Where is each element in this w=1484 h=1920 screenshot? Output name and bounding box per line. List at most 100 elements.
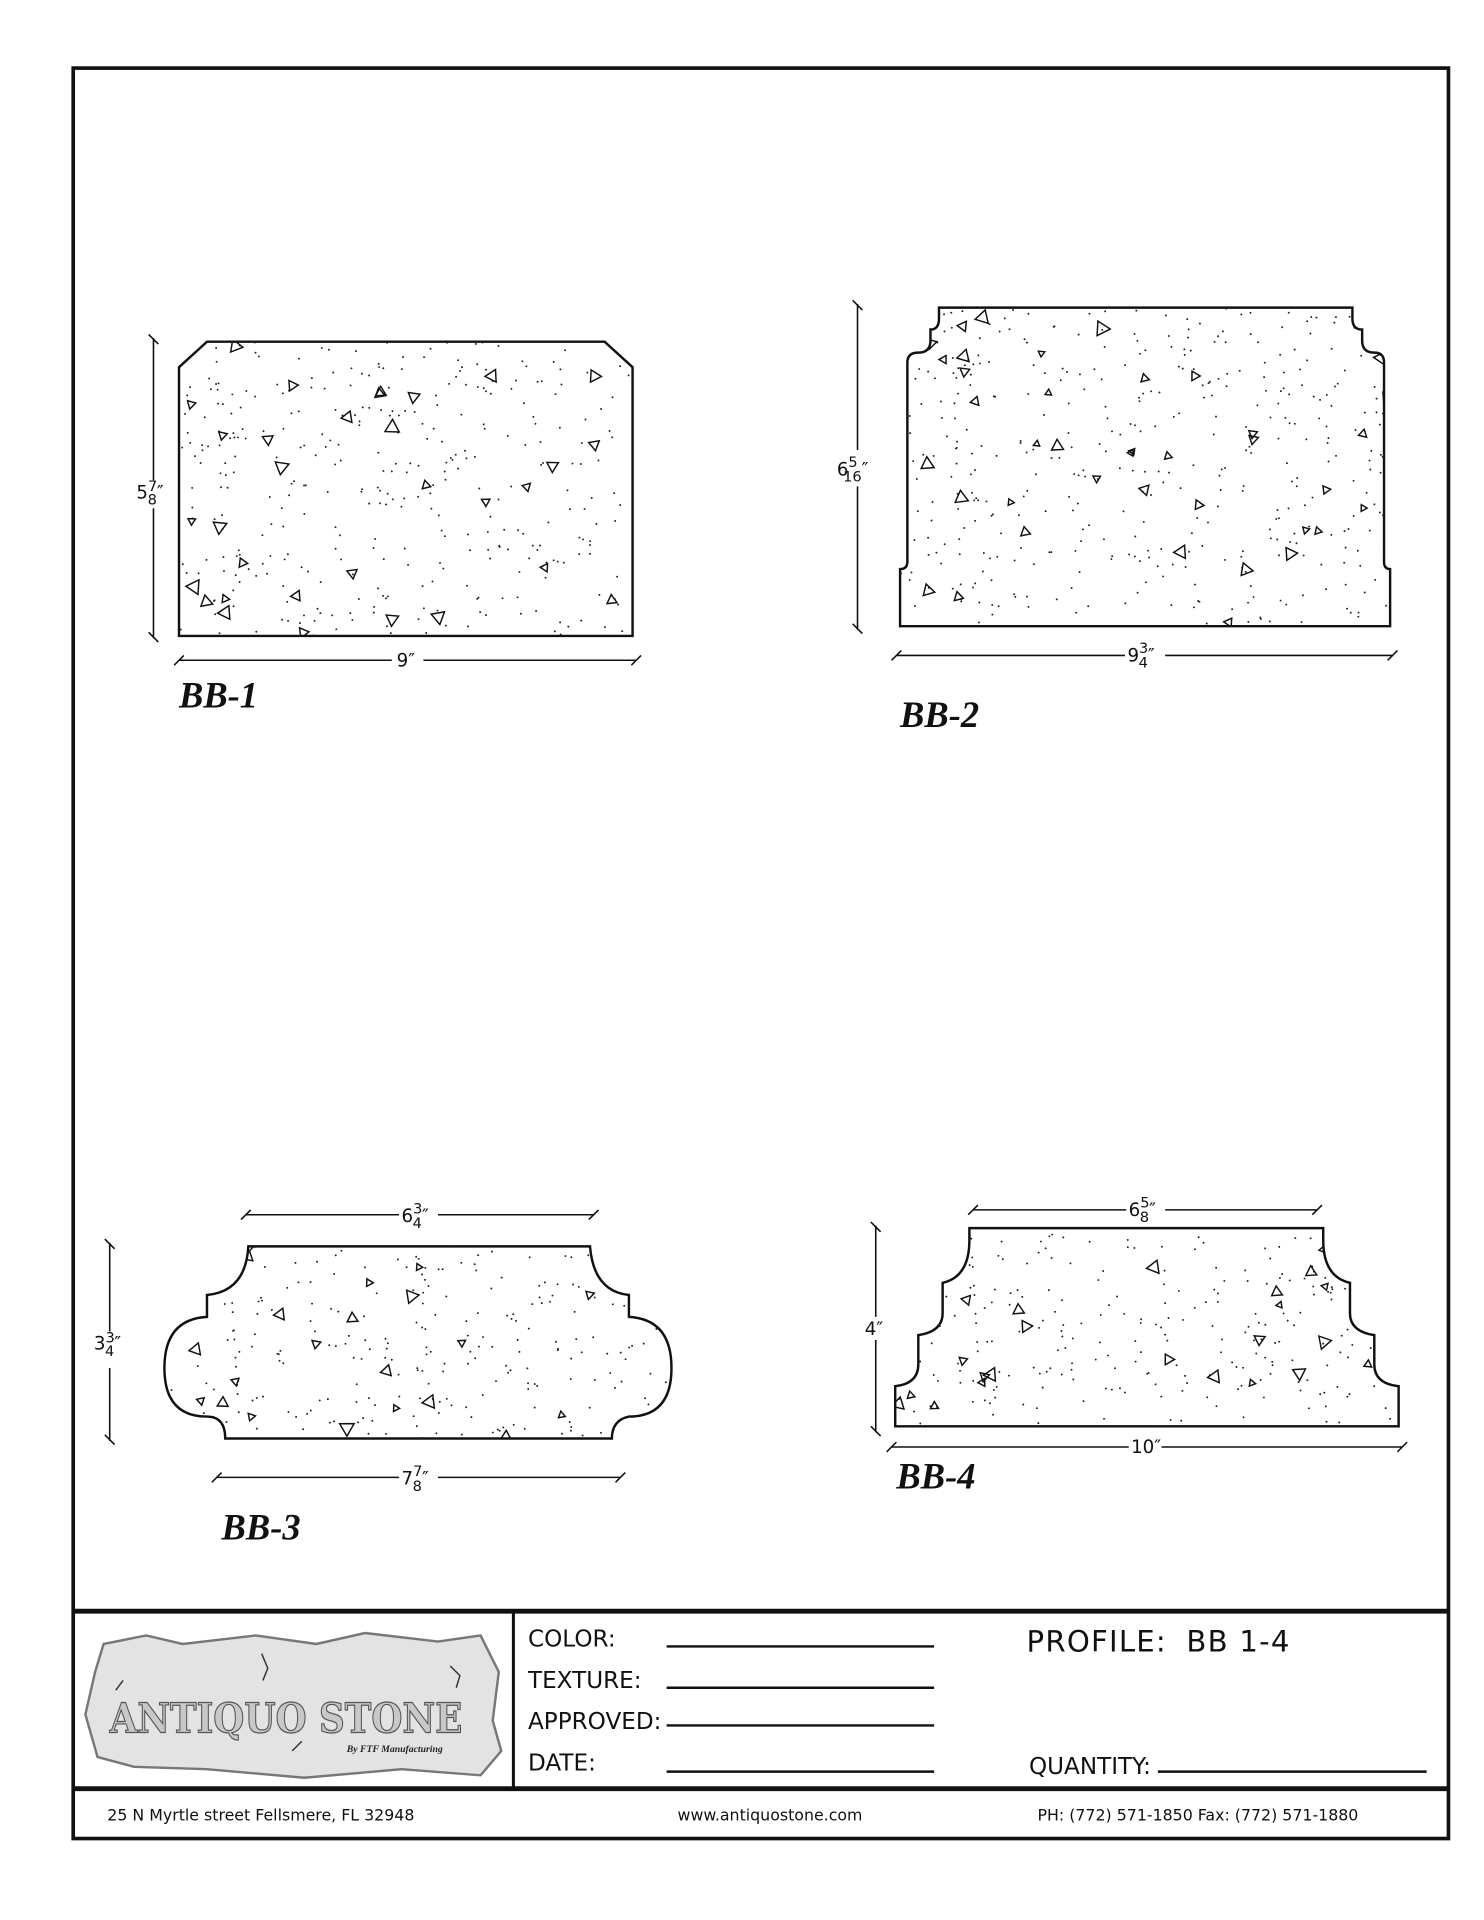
texture-dot bbox=[1080, 540, 1083, 543]
texture-dot bbox=[1223, 1279, 1226, 1282]
texture-triangle bbox=[221, 593, 232, 604]
texture-dot bbox=[510, 1317, 513, 1320]
texture-dot bbox=[1041, 1386, 1044, 1389]
texture-dot bbox=[1309, 332, 1312, 335]
texture-triangle bbox=[184, 578, 200, 596]
texture-dot bbox=[215, 346, 218, 349]
texture-dot bbox=[245, 389, 248, 392]
texture-triangle bbox=[499, 1428, 513, 1439]
company-address: 25 N Myrtle street Fellsmere, FL 32948 bbox=[107, 1805, 414, 1824]
texture-dot bbox=[1206, 1396, 1209, 1399]
texture-dot bbox=[587, 1254, 590, 1257]
texture-dot bbox=[1075, 611, 1078, 614]
texture-dot bbox=[1078, 571, 1081, 574]
texture-dot bbox=[926, 1254, 929, 1257]
texture-dot bbox=[1294, 1237, 1297, 1240]
texture-dot bbox=[403, 547, 406, 550]
texture-dot bbox=[975, 1322, 978, 1325]
texture-triangle bbox=[922, 582, 937, 597]
texture-dot bbox=[426, 437, 429, 440]
texture-dot bbox=[253, 341, 256, 344]
texture-dot bbox=[430, 507, 433, 510]
texture-dot bbox=[1000, 1240, 1003, 1243]
texture-dot bbox=[1129, 423, 1132, 426]
texture-dot bbox=[451, 458, 454, 461]
texture-dot bbox=[1150, 494, 1152, 496]
texture-dot bbox=[950, 326, 953, 329]
texture-dot bbox=[223, 1303, 226, 1305]
texture-dot bbox=[1306, 359, 1309, 362]
texture-dot bbox=[1336, 1386, 1339, 1388]
texture-dot bbox=[972, 586, 974, 589]
texture-dot bbox=[340, 1249, 343, 1252]
profile-outline bbox=[898, 306, 1392, 628]
texture-dot bbox=[374, 1404, 377, 1407]
texture-triangle bbox=[345, 1310, 360, 1323]
texture-dot bbox=[1225, 385, 1228, 388]
texture-dot bbox=[937, 1260, 940, 1263]
texture-dot bbox=[357, 1421, 360, 1424]
texture-dot bbox=[1224, 466, 1227, 469]
texture-dot bbox=[1276, 509, 1279, 511]
texture-triangle bbox=[217, 430, 229, 442]
texture-dot bbox=[231, 393, 234, 396]
texture-dot bbox=[1379, 471, 1382, 474]
texture-dot bbox=[466, 1334, 469, 1337]
texture-dot bbox=[313, 619, 316, 622]
texture-dot bbox=[364, 1339, 367, 1342]
texture-dot bbox=[1319, 1393, 1322, 1396]
texture-dot bbox=[425, 632, 428, 634]
texture-triangle bbox=[199, 593, 215, 608]
texture-dot bbox=[469, 549, 472, 552]
texture-dot bbox=[539, 441, 542, 444]
texture-triangle bbox=[385, 614, 400, 628]
texture-dot bbox=[216, 388, 219, 391]
texture-dot bbox=[232, 432, 235, 435]
texture-dot bbox=[425, 1353, 428, 1356]
texture-dot bbox=[538, 1284, 541, 1287]
texture-dot bbox=[368, 374, 371, 377]
texture-dot bbox=[1370, 449, 1373, 452]
texture-dot bbox=[1254, 1312, 1257, 1315]
width-dimension-line bbox=[211, 1471, 626, 1483]
texture-triangle bbox=[587, 439, 601, 453]
texture-dot bbox=[186, 431, 189, 434]
texture-triangle bbox=[520, 482, 532, 493]
texture-dot bbox=[581, 1434, 584, 1437]
texture-dot bbox=[1070, 446, 1073, 449]
texture-dot bbox=[250, 1345, 253, 1348]
texture-dot bbox=[1068, 495, 1071, 498]
company-website[interactable]: www.antiquostone.com bbox=[678, 1805, 863, 1824]
texture-dot bbox=[1207, 382, 1210, 385]
texture-dot bbox=[1160, 1395, 1163, 1398]
texture-dot bbox=[237, 549, 240, 552]
texture-triangle bbox=[1357, 427, 1368, 439]
texture-dot bbox=[1288, 1279, 1291, 1282]
texture-dot bbox=[1031, 307, 1033, 310]
texture-dot bbox=[1202, 396, 1205, 399]
texture-dot bbox=[1381, 1288, 1384, 1291]
texture-dot bbox=[417, 618, 420, 621]
texture-dot bbox=[397, 1373, 400, 1376]
texture-dot bbox=[1386, 316, 1389, 319]
texture-dot bbox=[436, 404, 439, 407]
texture-dot bbox=[600, 408, 603, 410]
texture-dot bbox=[613, 1386, 616, 1389]
texture-dot bbox=[951, 357, 954, 359]
width-dimension-line bbox=[886, 1441, 1408, 1453]
texture-dot bbox=[909, 432, 912, 435]
texture-dot bbox=[1201, 545, 1204, 547]
texture-dot bbox=[251, 1399, 254, 1402]
texture-dot bbox=[1158, 391, 1161, 394]
texture-dot bbox=[1362, 1302, 1365, 1305]
texture-dot bbox=[334, 526, 337, 529]
texture-dot bbox=[1023, 338, 1026, 341]
texture-dot bbox=[1386, 1329, 1389, 1332]
texture-dot bbox=[422, 607, 425, 610]
texture-dot bbox=[993, 1288, 996, 1291]
texture-dot bbox=[403, 497, 406, 500]
texture-dot bbox=[450, 1404, 453, 1407]
texture-dot bbox=[516, 596, 519, 599]
texture-dot bbox=[1231, 608, 1234, 611]
